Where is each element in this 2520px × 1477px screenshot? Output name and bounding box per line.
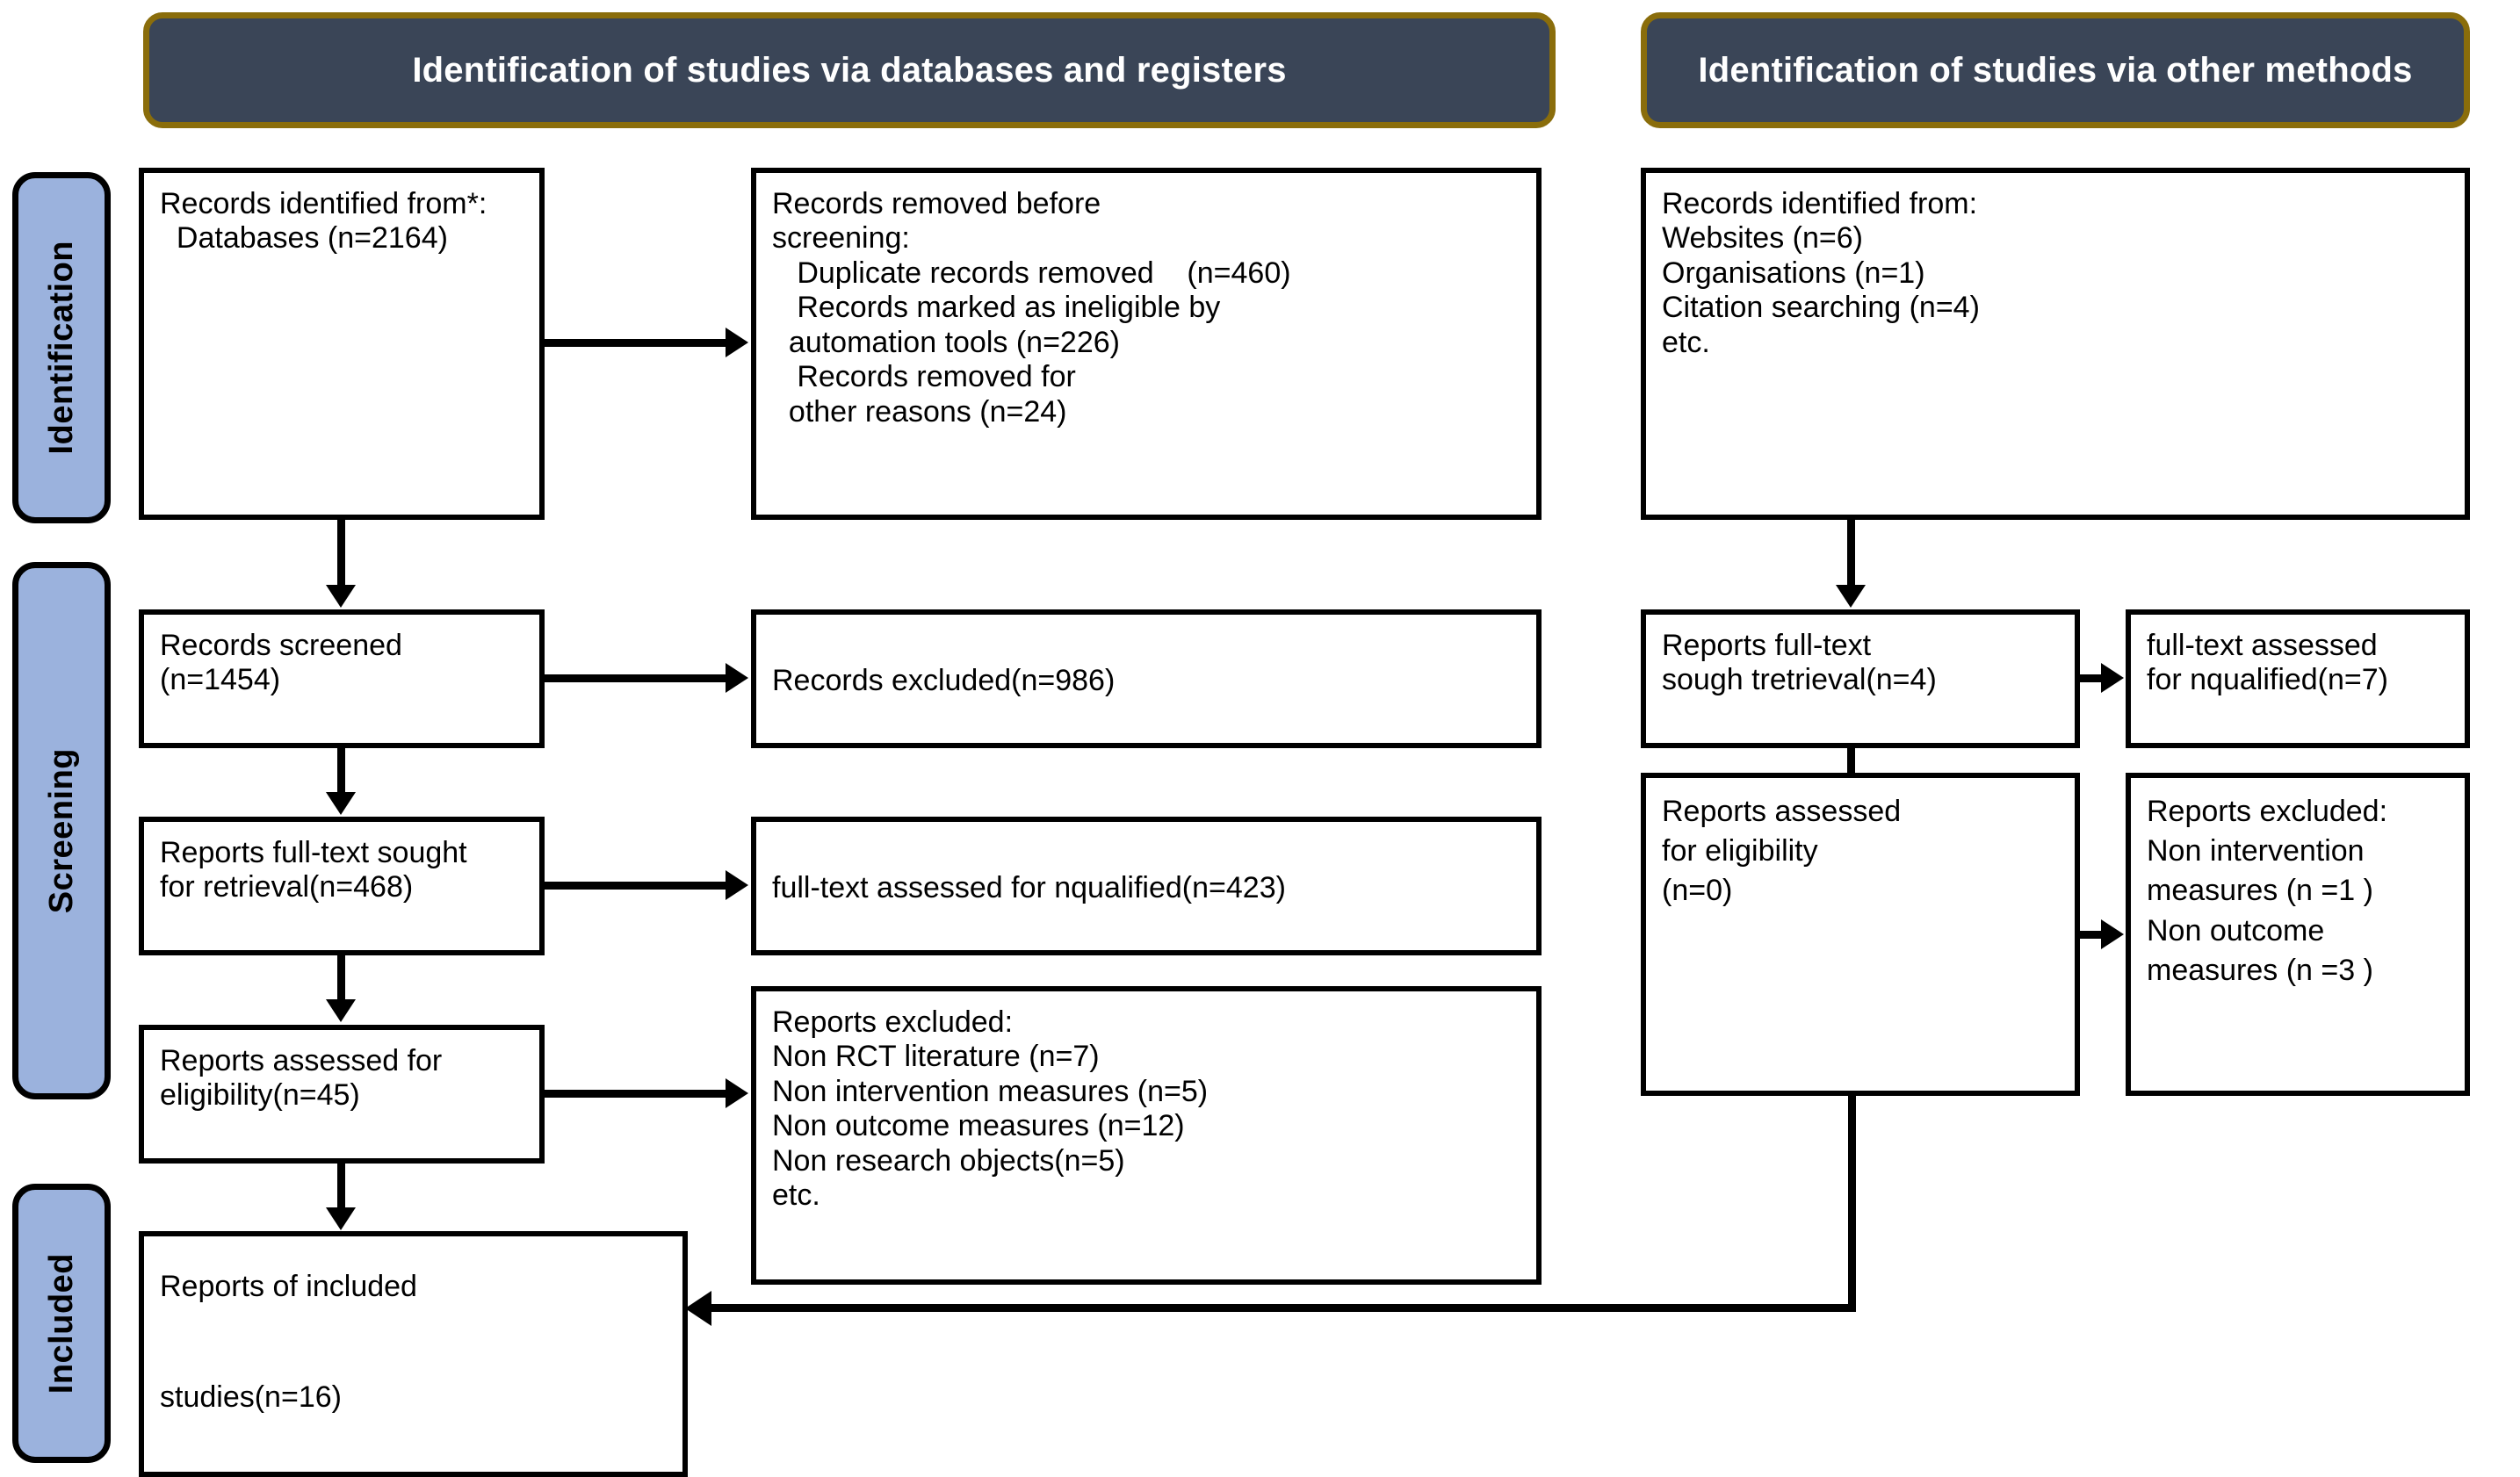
- box-fulltext-assessed-nqualified: full-text assessed for nqualified(n=423): [751, 817, 1542, 955]
- arrow-other-assessed-to-excluded: [2101, 919, 2124, 949]
- box-records-screened: Records screened (n=1454): [139, 609, 545, 748]
- box-reports-excluded-other: Reports excluded: Non intervention measu…: [2126, 773, 2470, 1096]
- stage-label-included: Included: [42, 1252, 80, 1394]
- box-fulltext-assessed-nqualified-other: full-text assessed for nqualified(n=7): [2126, 609, 2470, 748]
- stage-label-screening: Screening: [42, 747, 80, 914]
- box-reports-assessed-eligibility-text: Reports assessed for eligibility(n=45): [160, 1044, 443, 1113]
- connector-screened-to-excluded: [545, 674, 727, 682]
- box-records-removed-before-screening: Records removed before screening: Duplic…: [751, 168, 1542, 520]
- box-records-excluded-text: Records excluded(n=986): [772, 664, 1116, 697]
- connector-other-sought-to-fulltext: [2080, 674, 2105, 682]
- connector-sought-to-assessed: [337, 955, 345, 1006]
- arrow-identified-to-screened: [326, 585, 356, 608]
- connector-other-assessed-to-excluded: [2080, 931, 2105, 939]
- stage-label-identification: Identification: [42, 241, 80, 455]
- box-reports-sought-retrieval-other-text: Reports full-text sough tretrieval(n=4): [1662, 629, 1937, 697]
- box-records-identified-databases: Records identified from*: Databases (n=2…: [139, 168, 545, 520]
- box-reports-sought-retrieval-text: Reports full-text sought for retrieval(n…: [160, 836, 467, 904]
- connector-other-assessed-elbow-horizontal: [711, 1304, 1856, 1312]
- box-records-identified-databases-text: Records identified from*: Databases (n=2…: [160, 187, 487, 256]
- box-records-screened-text: Records screened (n=1454): [160, 629, 402, 697]
- box-reports-assessed-eligibility-other: Reports assessed for eligibility (n=0): [1641, 773, 2080, 1096]
- arrow-assessed-to-included: [326, 1207, 356, 1230]
- box-reports-included-studies-text: Reports of included studies(n=16): [160, 1270, 417, 1414]
- arrow-sought-to-assessed: [326, 999, 356, 1022]
- arrow-sought-to-fulltext: [726, 870, 748, 900]
- box-reports-excluded-left-text: Reports excluded: Non RCT literature (n=…: [772, 1005, 1209, 1213]
- arrow-assessed-to-excluded: [726, 1078, 748, 1108]
- connector-screened-to-sought: [337, 748, 345, 799]
- box-fulltext-assessed-nqualified-text: full-text assessed for nqualified(n=423): [772, 871, 1286, 904]
- connector-assessed-to-included: [337, 1164, 345, 1214]
- arrow-other-identified-to-sought: [1836, 585, 1866, 608]
- box-records-identified-other-text: Records identified from: Websites (n=6) …: [1662, 187, 1980, 359]
- box-fulltext-assessed-nqualified-other-text: full-text assessed for nqualified(n=7): [2147, 629, 2389, 697]
- stage-pill-screening: Screening: [12, 562, 111, 1099]
- arrow-screened-to-excluded: [726, 663, 748, 693]
- connector-assessed-to-excluded: [545, 1090, 727, 1098]
- box-reports-assessed-eligibility-other-text: Reports assessed for eligibility (n=0): [1662, 795, 1902, 908]
- banner-other-methods: Identification of studies via other meth…: [1641, 12, 2470, 128]
- connector-other-assessed-elbow-vertical: [1848, 1096, 1856, 1312]
- arrow-screened-to-sought: [326, 792, 356, 815]
- arrow-other-sought-to-fulltext: [2101, 663, 2124, 693]
- stage-pill-included: Included: [12, 1184, 111, 1463]
- box-reports-excluded-left: Reports excluded: Non RCT literature (n=…: [751, 986, 1542, 1285]
- box-reports-included-studies: Reports of included studies(n=16): [139, 1231, 688, 1477]
- arrow-identified-to-removed: [726, 328, 748, 357]
- arrow-other-assessed-to-included: [685, 1291, 711, 1326]
- box-records-removed-before-screening-text: Records removed before screening: Duplic…: [772, 187, 1291, 429]
- stage-pill-identification: Identification: [12, 172, 111, 523]
- connector-other-identified-to-sought: [1847, 520, 1855, 592]
- banner-databases-label: Identification of studies via databases …: [412, 50, 1287, 90]
- box-reports-excluded-other-text: Reports excluded: Non intervention measu…: [2147, 795, 2388, 987]
- box-reports-assessed-eligibility: Reports assessed for eligibility(n=45): [139, 1025, 545, 1164]
- box-reports-sought-retrieval: Reports full-text sought for retrieval(n…: [139, 817, 545, 955]
- box-records-identified-other: Records identified from: Websites (n=6) …: [1641, 168, 2470, 520]
- connector-sought-to-fulltext: [545, 882, 727, 890]
- banner-databases-and-registers: Identification of studies via databases …: [143, 12, 1556, 128]
- box-records-excluded: Records excluded(n=986): [751, 609, 1542, 748]
- connector-identified-to-screened: [337, 520, 345, 592]
- banner-other-methods-label: Identification of studies via other meth…: [1698, 50, 2413, 90]
- connector-identified-to-removed: [545, 339, 727, 347]
- box-reports-sought-retrieval-other: Reports full-text sough tretrieval(n=4): [1641, 609, 2080, 748]
